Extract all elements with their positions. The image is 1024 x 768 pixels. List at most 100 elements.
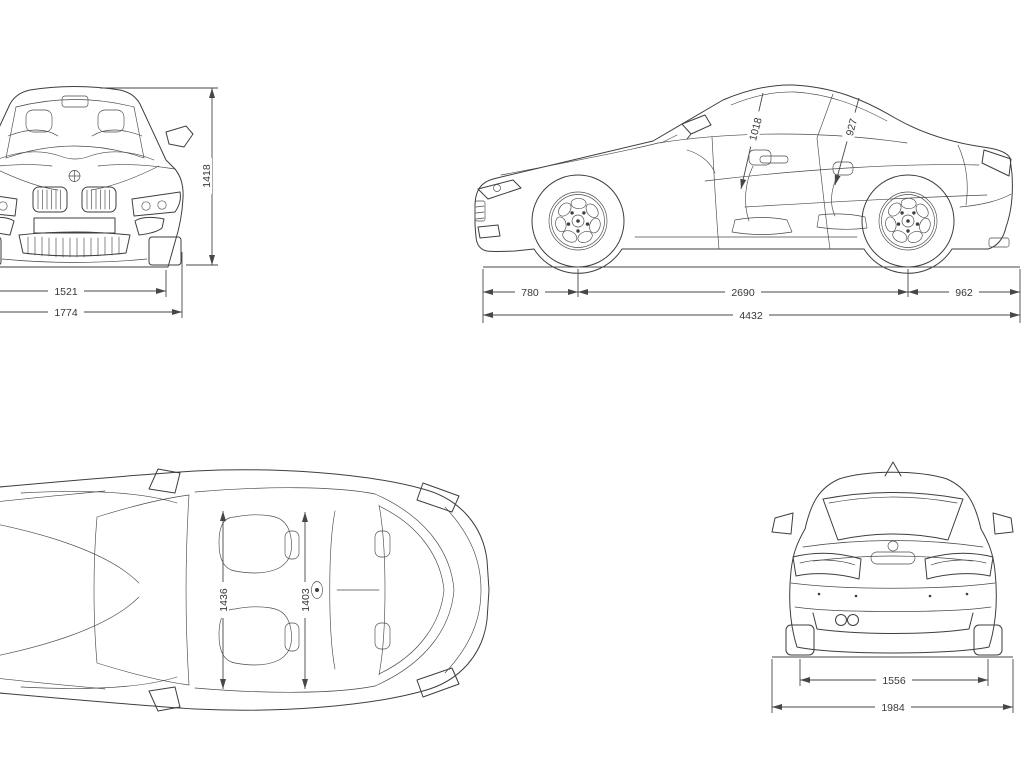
side-mirror — [681, 114, 712, 140]
dim-label-rear-interior-width: 1403 — [300, 588, 312, 612]
side-silhouette — [474, 84, 1013, 274]
headlight-right — [131, 191, 181, 217]
dim-rear-track: 1556 — [800, 674, 988, 687]
top-view: 1436 1403 — [0, 468, 490, 712]
driver-seat — [218, 514, 300, 574]
intake-slats — [27, 236, 120, 258]
a-pillars — [5, 106, 145, 159]
bmw-roundel — [68, 170, 81, 182]
front-dimensions: 1418 1521 1774 — [0, 87, 218, 319]
beltline — [657, 133, 908, 144]
dim-label-overall-height: 1418 — [201, 164, 213, 188]
trunk-seam — [444, 506, 482, 674]
dim-label-rear-track: 1556 — [882, 675, 906, 687]
taillight-top-lower — [416, 667, 460, 698]
diffuser — [812, 612, 974, 634]
kidney-grille-left — [32, 186, 68, 213]
lower-lip — [1, 258, 148, 263]
grille-bars — [37, 189, 110, 210]
extension-lines-rear — [771, 659, 1014, 713]
front-intake-side — [477, 224, 501, 239]
rear-silhouette — [789, 471, 997, 654]
dim-label-front-headroom: 1018 — [747, 116, 765, 142]
center-intake — [18, 231, 131, 257]
rear-view: 1556 1984 — [771, 461, 1014, 714]
taillight-side — [981, 149, 1012, 177]
side-crease-lower — [744, 194, 988, 208]
headlight-side — [477, 179, 522, 200]
dim-label-front-track: 1521 — [54, 286, 78, 298]
hood-contours — [0, 524, 140, 656]
dim-label-rear-headroom: 927 — [844, 117, 860, 137]
bumper-top-line — [790, 582, 996, 589]
windshield-top — [15, 99, 135, 108]
tire-right — [148, 236, 182, 266]
rear-dimensions: 1556 1984 — [771, 656, 1014, 714]
dim-rear-interior-width: 1403 — [299, 512, 312, 689]
trunk-shoulder — [802, 540, 984, 548]
front-view: 1418 1521 1774 — [0, 86, 218, 319]
rear-tire-right — [973, 624, 1003, 656]
dim-wheelbase: 2690 — [578, 286, 908, 299]
rear-bench — [329, 504, 391, 676]
parking-sensors — [817, 592, 969, 598]
hood-crease — [500, 142, 659, 176]
roof-edges — [194, 487, 376, 693]
dim-body-width: 1774 — [0, 252, 183, 319]
bumper-mid-line — [794, 606, 992, 612]
roof-inner-line — [730, 91, 888, 122]
dim-overall-width-with-mirrors: 1984 — [772, 701, 1013, 714]
headrest-left — [25, 109, 53, 133]
dim-overall-length: 4432 — [483, 309, 1020, 322]
mirror-right — [165, 125, 194, 148]
exhaust-side — [988, 237, 1010, 248]
dim-front-track: 1521 — [0, 270, 167, 298]
mirror-top-lower — [148, 686, 181, 712]
rear-window-top-view — [374, 493, 455, 687]
headlight-left — [0, 196, 18, 217]
exhaust-pipe-2 — [847, 614, 859, 626]
trunk-handle — [870, 551, 916, 565]
front-wheel — [531, 174, 625, 268]
mirror-top-upper — [148, 468, 181, 494]
dim-overall-height: 1418 — [100, 87, 218, 266]
fog-intake-left — [0, 216, 15, 236]
dim-label-rear-overhang: 962 — [955, 287, 973, 299]
dim-rear-overhang: 962 — [908, 286, 1020, 299]
top-dimensions: 1436 1403 — [217, 511, 312, 689]
side-dimensions: 1018 927 780 2690 — [482, 92, 1021, 323]
mirror-rear-left — [771, 512, 794, 535]
dim-front-headroom: 1018 — [740, 92, 766, 190]
kidney-grille-right — [81, 186, 117, 213]
rear-car-outline — [771, 461, 1014, 656]
taillight-right — [924, 552, 994, 580]
dim-label-overall-width-with-mirrors: 1984 — [881, 702, 905, 714]
trunk-crease — [812, 555, 974, 562]
shoulder-creases — [0, 164, 176, 170]
dim-label-wheelbase: 2690 — [731, 287, 755, 299]
hood-lines — [0, 165, 160, 191]
license-plate — [33, 217, 116, 234]
grille-side — [474, 200, 486, 222]
dim-rear-headroom: 927 — [834, 97, 861, 186]
door-front-line — [711, 136, 720, 250]
dim-front-interior-width: 1436 — [217, 511, 230, 689]
tire-left — [0, 237, 2, 265]
passenger-seat — [218, 606, 300, 666]
dim-label-front-interior-width: 1436 — [218, 588, 230, 612]
interior-mirror — [61, 95, 89, 108]
headrest-right — [97, 109, 125, 133]
side-crease-upper — [704, 164, 980, 182]
rear-tire-left — [785, 624, 815, 656]
taillight-left — [792, 552, 862, 580]
side-car-outline — [474, 84, 1013, 274]
trunk-shut-line — [957, 144, 968, 206]
top-car-outline — [0, 468, 490, 712]
dim-label-front-overhang: 780 — [521, 287, 539, 299]
extension-lines — [482, 269, 1021, 323]
dim-label-overall-length: 4432 — [739, 310, 763, 322]
door-handle — [759, 155, 789, 164]
dashboard-curve — [0, 151, 155, 161]
top-silhouette — [0, 469, 490, 711]
